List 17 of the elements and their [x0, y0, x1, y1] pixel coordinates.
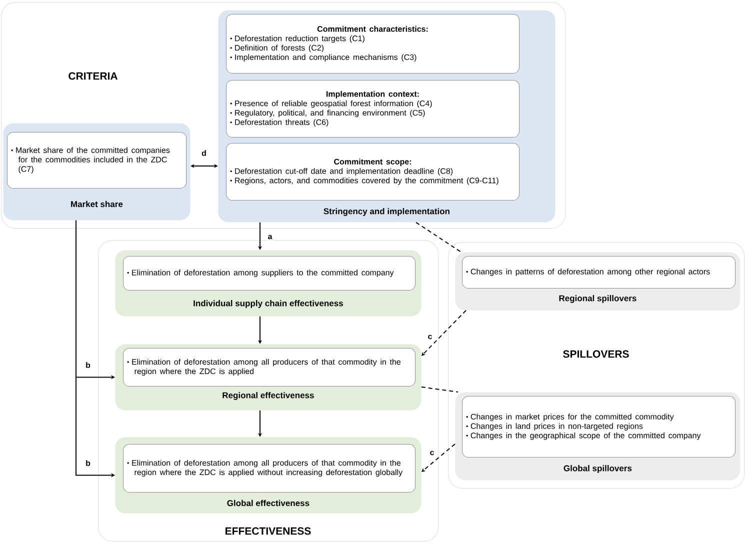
- edge-label: d: [200, 149, 208, 157]
- text-box: Changes in market prices for the committed commodity Changes in land prices in non-targeted regions Changes in the geographical scope of the committed company: [462, 396, 736, 458]
- text-box: Market share of the committed companies for the commodities included in the ZDC (C7): [7, 132, 186, 188]
- edge-label: b: [84, 361, 92, 369]
- text-box: Elimination of deforestation among suppliers to the committed company: [123, 256, 416, 290]
- dashed-connector-line: [420, 386, 458, 392]
- text-box: Implementation context: Presence of reliable geospatial forest information (C4) Regulatory, political, and financing environment (C5) Deforestation threats (C6): [226, 80, 520, 138]
- edge-label: b: [84, 459, 92, 467]
- dashed-connector-line: [416, 222, 462, 252]
- text-box: Commitment characteristics: Deforestation reduction targets (C1) Definition of forests (C2) Implementation and compliance mechanisms (C3): [226, 14, 520, 74]
- text-box: Elimination of deforestation among all producers of that commodity in the region where the ZDC is applied: [123, 348, 416, 386]
- edge-label: c: [426, 334, 434, 340]
- edge-label: c: [428, 450, 436, 456]
- edge-label: a: [266, 234, 274, 240]
- text-box: Changes in patterns of deforestation among other regional actors: [462, 256, 736, 288]
- text-box: Elimination of deforestation among all producers of that commodity in the region where the ZDC is applied without increasing deforestation globally: [123, 444, 416, 492]
- text-box: Commitment scope: Deforestation cut-off date and implementation deadline (C8) Regions, actors, and commodities covered by the commitment (C9-C11): [226, 143, 520, 200]
